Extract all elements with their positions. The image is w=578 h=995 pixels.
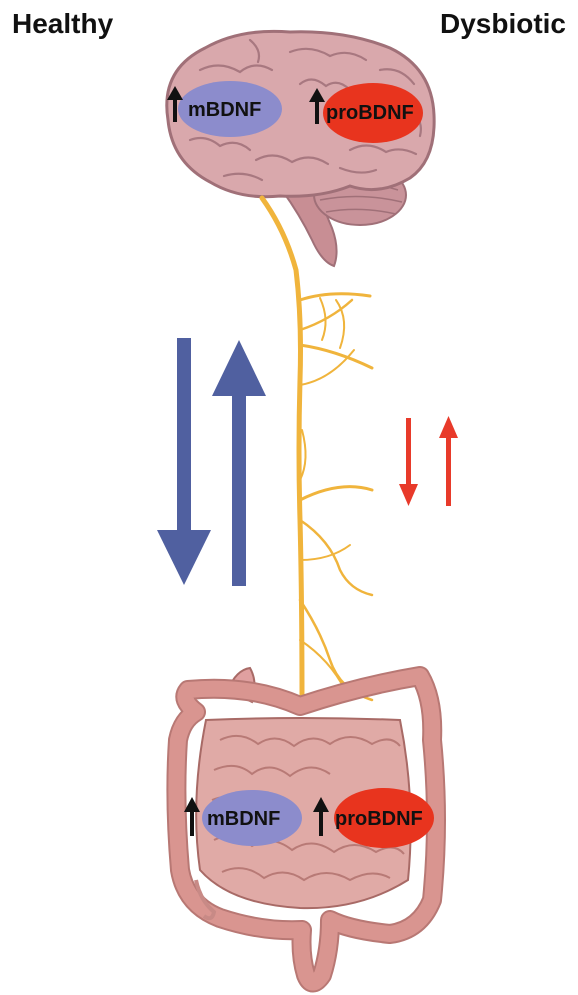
brain-illustration [167, 31, 434, 266]
dysbiotic-down-arrow-shaft [406, 418, 411, 486]
mbdnf-label: mBDNF [188, 99, 261, 121]
healthy-up-arrow-head [212, 340, 266, 396]
dysbiotic-up-arrow-shaft [446, 436, 451, 506]
healthy-label: Healthy [12, 8, 114, 39]
dysbiotic-label: Dysbiotic [440, 8, 566, 39]
healthy-up-arrow-shaft [232, 390, 246, 586]
healthy-bidirectional-arrows [157, 338, 266, 586]
mbdnf-label: mBDNF [207, 808, 280, 830]
vagus-nerve [262, 198, 372, 700]
dysbiotic-up-arrow-head [439, 416, 458, 438]
healthy-down-arrow-shaft [177, 338, 191, 538]
dysbiotic-bidirectional-arrows [399, 416, 458, 506]
dysbiotic-down-arrow-head [399, 484, 418, 506]
healthy-down-arrow-head [157, 530, 211, 585]
probdnf-label: proBDNF [335, 808, 423, 830]
probdnf-label: proBDNF [326, 102, 414, 124]
